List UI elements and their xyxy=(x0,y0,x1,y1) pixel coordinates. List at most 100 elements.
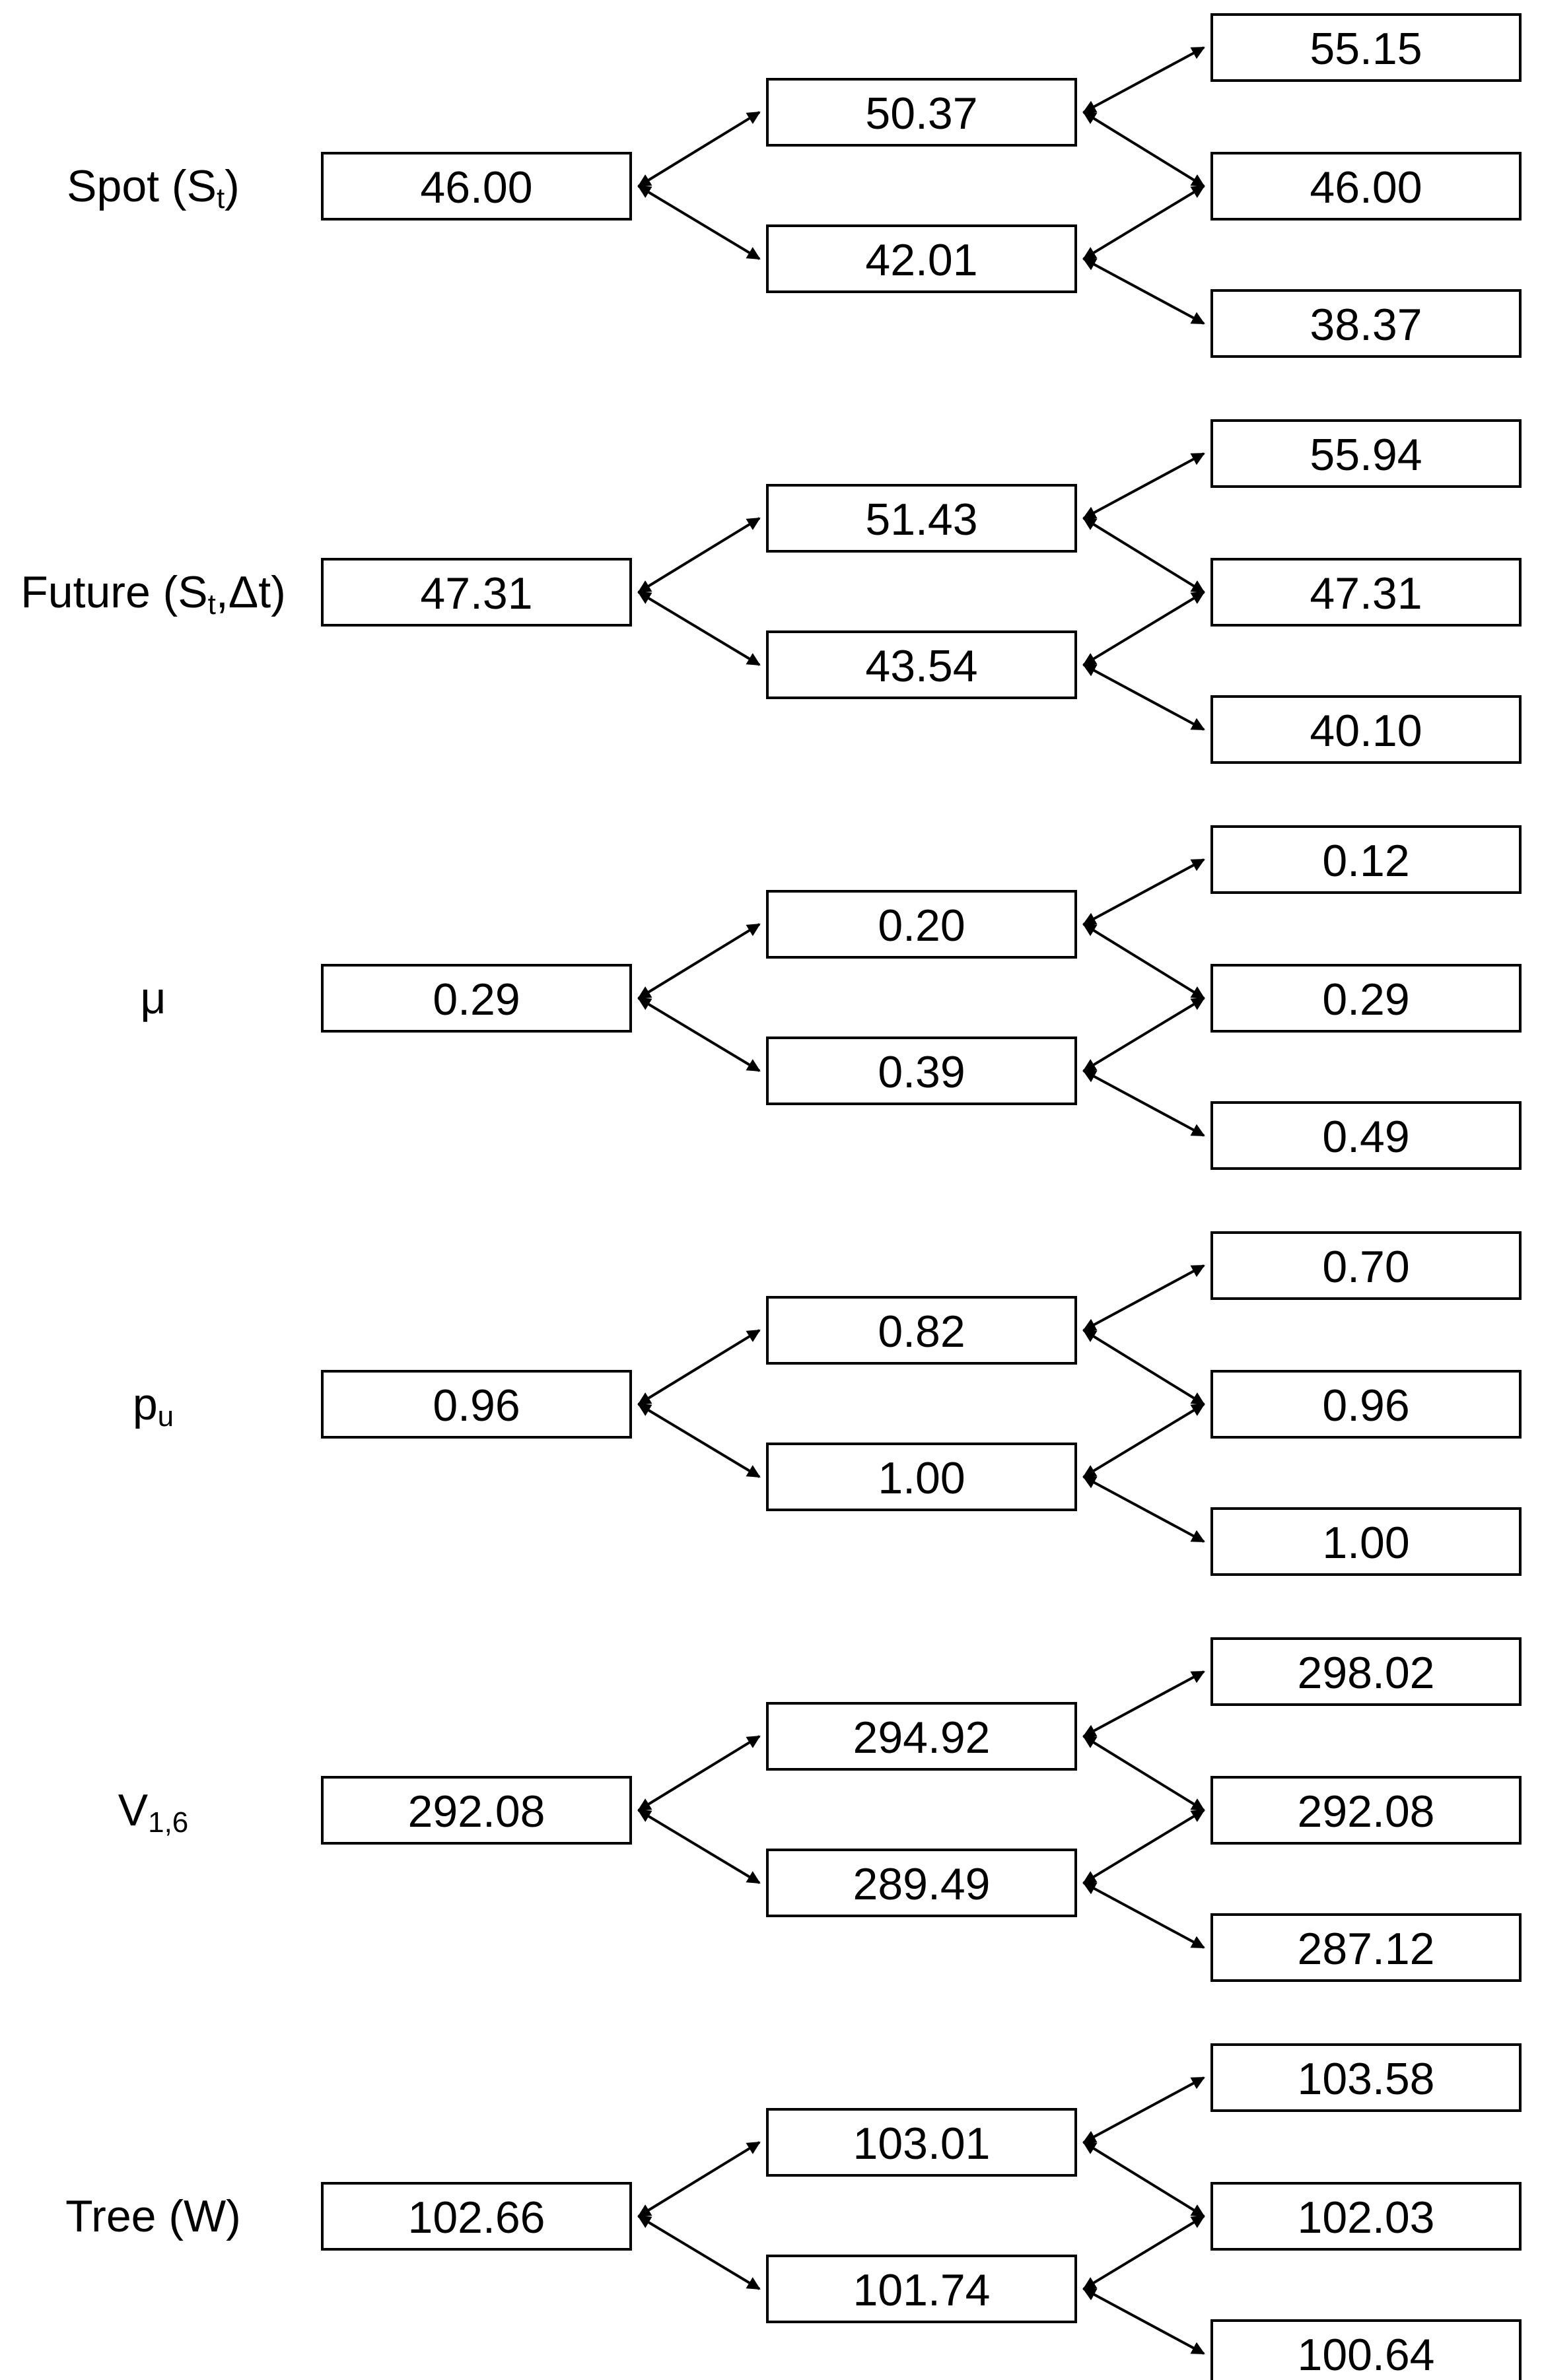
node-root: 47.31 xyxy=(321,558,632,627)
node-box xyxy=(766,484,1077,553)
edge-down-dd xyxy=(1082,2288,1205,2355)
row-label: Tree (W) xyxy=(65,2191,241,2241)
row-label-subscript: t xyxy=(217,182,225,215)
edge-up-uu xyxy=(1082,1264,1205,1332)
node-box xyxy=(321,558,632,627)
edge-root-up xyxy=(637,1735,761,1812)
row-label-main: Future (S xyxy=(20,567,207,617)
edge-down-ud xyxy=(1082,1403,1205,1478)
edge-up-ud xyxy=(1082,1329,1205,1406)
node-value: 0.12 xyxy=(1322,836,1409,886)
row-label-main: V xyxy=(118,1785,149,1835)
node-value: 289.49 xyxy=(853,1859,991,1909)
node-value: 0.29 xyxy=(1322,974,1409,1025)
node-value: 292.08 xyxy=(1298,1786,1435,1837)
node-value: 102.03 xyxy=(1298,2193,1435,2243)
node-box xyxy=(1210,289,1522,358)
node-value: 0.96 xyxy=(1322,1380,1409,1431)
row-label-subscript: t xyxy=(208,588,216,621)
node-value: 292.08 xyxy=(408,1786,545,1837)
node-box xyxy=(1210,1370,1522,1439)
node-box xyxy=(766,1037,1077,1105)
row-label-main: Spot (S xyxy=(67,161,217,211)
node-box xyxy=(1210,1231,1522,1300)
node-box xyxy=(1210,558,1522,627)
node-value: 103.58 xyxy=(1298,2054,1435,2104)
row-label: Spot (St) xyxy=(67,161,240,215)
node-value: 51.43 xyxy=(865,494,977,545)
node-box xyxy=(1210,419,1522,488)
node-down: 0.39 xyxy=(766,1037,1077,1105)
row-label-main: Tree (W) xyxy=(65,2191,241,2241)
node-value: 0.96 xyxy=(433,1380,520,1431)
node-dd: 100.64 xyxy=(1210,2319,1522,2380)
node-root: 292.08 xyxy=(321,1776,632,1845)
node-value: 0.39 xyxy=(878,1047,965,1097)
node-box xyxy=(766,2255,1077,2323)
node-box xyxy=(766,224,1077,293)
row-label-main: μ xyxy=(140,973,166,1023)
node-box xyxy=(1210,1507,1522,1576)
edge-root-down xyxy=(637,185,761,260)
edge-up-ud xyxy=(1082,517,1205,594)
edge-up-uu xyxy=(1082,858,1205,926)
node-value: 100.64 xyxy=(1298,2330,1435,2380)
edge-root-down xyxy=(637,1809,761,1884)
node-box xyxy=(766,1702,1077,1771)
node-value: 42.01 xyxy=(865,235,977,285)
edge-up-ud xyxy=(1082,111,1205,187)
node-dd: 38.37 xyxy=(1210,289,1522,358)
node-uu: 55.15 xyxy=(1210,13,1522,82)
node-uu: 55.94 xyxy=(1210,419,1522,488)
edge-down-dd xyxy=(1082,1070,1205,1137)
edge-down-ud xyxy=(1082,997,1205,1072)
node-value: 103.01 xyxy=(853,2119,991,2169)
node-box xyxy=(1210,13,1522,82)
node-value: 0.20 xyxy=(878,901,965,951)
node-box xyxy=(321,1776,632,1845)
node-value: 47.31 xyxy=(420,568,532,619)
node-dd: 287.12 xyxy=(1210,1913,1522,1982)
node-uu: 103.58 xyxy=(1210,2043,1522,2112)
row-label-main: p xyxy=(133,1379,158,1429)
node-ud: 46.00 xyxy=(1210,152,1522,221)
edge-root-up xyxy=(637,923,761,1000)
node-ud: 0.29 xyxy=(1210,964,1522,1033)
row-label-subscript: 1,6 xyxy=(148,1806,188,1839)
edge-up-uu xyxy=(1082,452,1205,520)
edge-root-down xyxy=(637,2215,761,2290)
node-value: 46.00 xyxy=(420,162,532,213)
tree-mu: 0.290.200.390.120.290.49μ xyxy=(140,825,1522,1170)
edge-root-down xyxy=(637,1403,761,1478)
node-box xyxy=(1210,2319,1522,2380)
node-box xyxy=(1210,1913,1522,1982)
node-dd: 1.00 xyxy=(1210,1507,1522,1576)
node-up: 103.01 xyxy=(766,2108,1077,2177)
row-label-tail: ) xyxy=(225,161,240,211)
node-box xyxy=(1210,1101,1522,1170)
node-uu: 0.70 xyxy=(1210,1231,1522,1300)
node-value: 55.94 xyxy=(1310,430,1422,480)
edge-down-dd xyxy=(1082,1476,1205,1543)
edge-down-dd xyxy=(1082,257,1205,325)
node-value: 0.29 xyxy=(433,974,520,1025)
edge-up-uu xyxy=(1082,2076,1205,2144)
node-box xyxy=(766,1296,1077,1365)
row-label-subscript: u xyxy=(158,1400,174,1433)
node-ud: 102.03 xyxy=(1210,2182,1522,2251)
node-down: 101.74 xyxy=(766,2255,1077,2323)
node-value: 46.00 xyxy=(1310,162,1422,213)
edge-root-up xyxy=(637,2141,761,2218)
edge-down-ud xyxy=(1082,591,1205,666)
node-down: 1.00 xyxy=(766,1443,1077,1511)
node-box xyxy=(766,1443,1077,1511)
node-value: 101.74 xyxy=(853,2265,991,2315)
node-box xyxy=(1210,1637,1522,1706)
node-value: 287.12 xyxy=(1298,1924,1435,1974)
edge-down-ud xyxy=(1082,2215,1205,2290)
tree-tree-w: 102.66103.01101.74103.58102.03100.64Tree… xyxy=(65,2043,1522,2380)
node-ud: 292.08 xyxy=(1210,1776,1522,1845)
node-uu: 298.02 xyxy=(1210,1637,1522,1706)
